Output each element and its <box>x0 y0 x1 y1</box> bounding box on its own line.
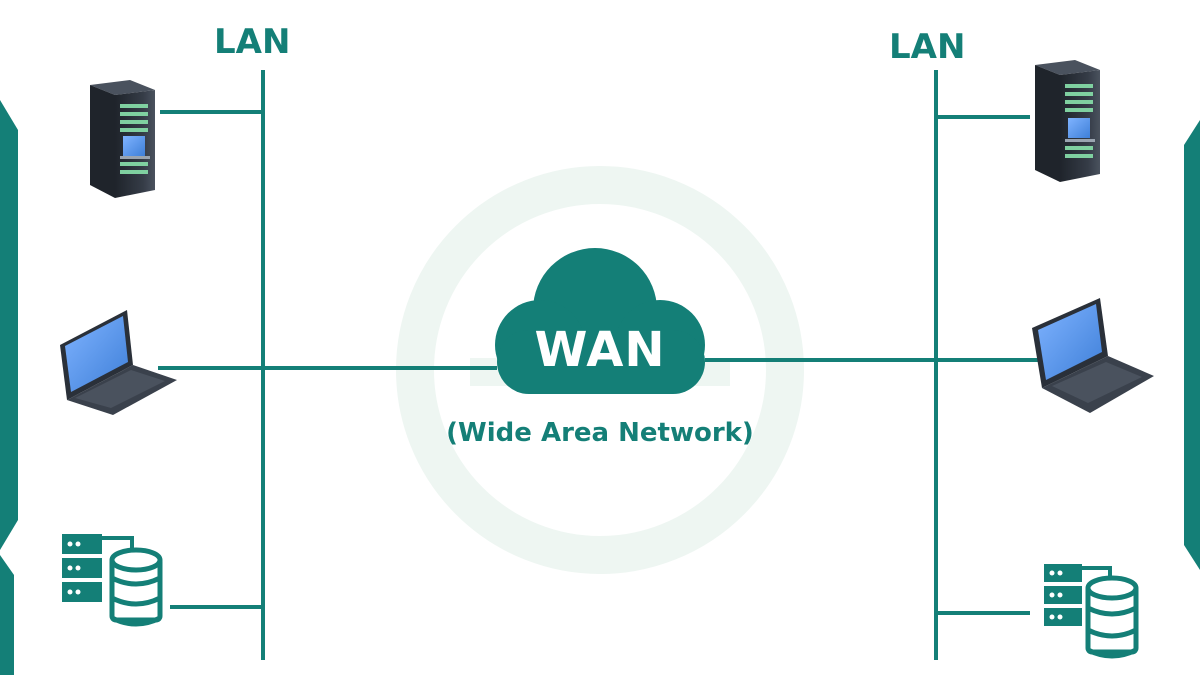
left-lan-backbone <box>158 70 497 660</box>
database-server-icon <box>1044 564 1139 659</box>
wan-sublabel: (Wide Area Network) <box>446 418 754 448</box>
database-server-icon <box>62 534 163 627</box>
server-rack-icon <box>1035 60 1100 182</box>
laptop-icon <box>1032 298 1154 413</box>
laptop-icon <box>60 310 177 415</box>
wan-cloud-label: WAN <box>534 322 666 378</box>
server-rack-icon <box>90 80 155 198</box>
left-edge-decoration <box>0 100 18 675</box>
left-lan-label: LAN <box>214 22 291 62</box>
right-lan-backbone <box>705 70 1040 660</box>
right-lan-label: LAN <box>889 27 966 67</box>
wan-cloud-icon <box>495 248 705 394</box>
right-edge-decoration <box>1184 120 1200 570</box>
